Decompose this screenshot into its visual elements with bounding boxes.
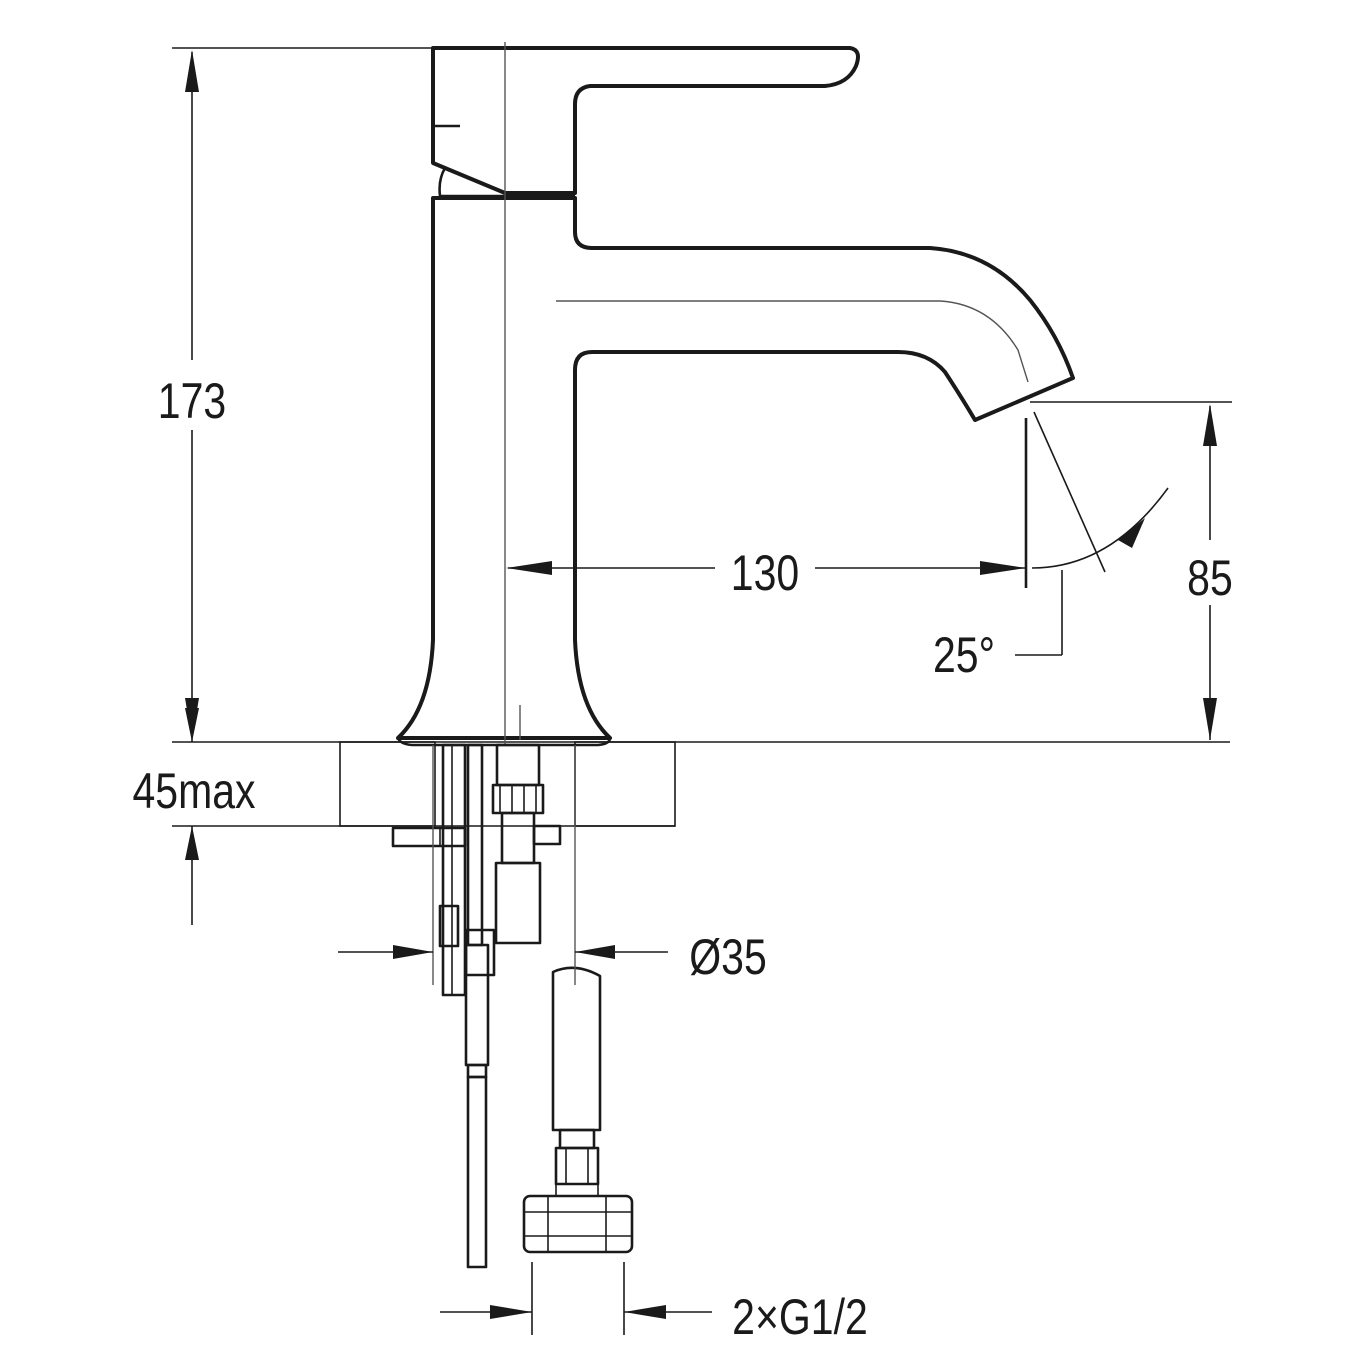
angle-indicator: 25° [933, 411, 1169, 683]
supply-hose-2 [522, 966, 634, 1254]
counter-thickness-dimension: 45max [132, 700, 340, 925]
connection-dimension: 2×G1/2 [440, 1262, 868, 1345]
lever-handle [431, 46, 860, 195]
height-label: 173 [158, 373, 226, 429]
counter-thickness-label: 45max [132, 763, 255, 819]
spout [396, 196, 1075, 740]
angle-label: 25° [933, 627, 995, 683]
height-dimension: 173 [145, 47, 433, 743]
reach-label: 130 [731, 545, 799, 601]
countertop [330, 741, 1230, 827]
connection-label: 2×G1/2 [732, 1289, 868, 1345]
mounting-hardware [391, 743, 496, 1269]
hole-diameter-label: Ø35 [689, 929, 766, 985]
reach-dimension: 130 [506, 545, 1026, 601]
spout-height-dimension: 85 [1030, 401, 1233, 740]
hole-diameter-dimension: Ø35 [338, 745, 767, 985]
supply-hose-1 [491, 743, 562, 945]
spout-height-label: 85 [1187, 550, 1233, 606]
